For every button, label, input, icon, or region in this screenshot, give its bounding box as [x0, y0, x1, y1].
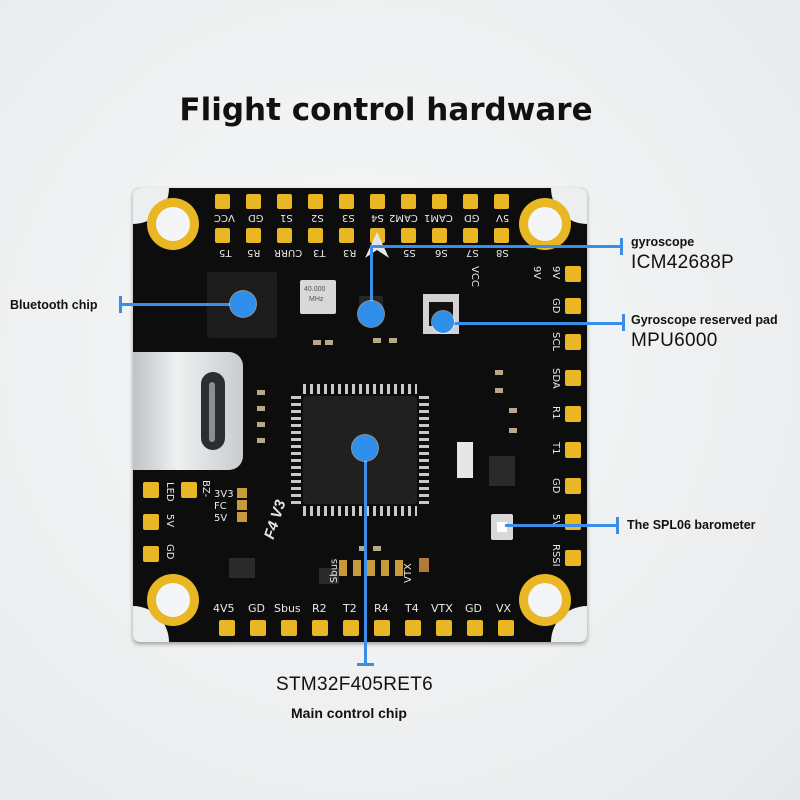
gyroscope-model: ICM42688P [631, 252, 735, 273]
mounting-hole [519, 198, 571, 250]
pad-label-vtx: VTX [403, 563, 414, 583]
pin-label-s3: S3 [342, 212, 355, 223]
callout-dot-mcu [352, 435, 378, 461]
callout-line-cap [620, 238, 623, 255]
mcu-title: Main control chip [291, 705, 407, 721]
pin-label-rssi: RSSI [550, 544, 561, 567]
callout-line-gyroscope [370, 245, 373, 312]
board-marking: F4 V3 [261, 497, 290, 542]
pin-label-gd: GD [164, 544, 175, 560]
callout-line-reserved-pad [444, 322, 624, 325]
pin-label-s1: S1 [280, 212, 293, 223]
pin-label-4v5: 4V5 [213, 602, 235, 615]
pin-label-sda: SDA [550, 368, 561, 389]
mounting-hole [147, 198, 199, 250]
pad-label-s8: S8 [496, 247, 509, 258]
pin-label-t1: T1 [550, 442, 561, 455]
callout-line-barometer [505, 524, 618, 527]
pin-label-vcc: VCC [214, 212, 235, 223]
pad-label-vcc: VCC [469, 266, 480, 287]
pin-label-cam2: CAM2 [389, 212, 418, 223]
pad-label-s5: S5 [403, 247, 416, 258]
reserved-pad-model: MPU6000 [631, 330, 718, 351]
callout-line-gyroscope [370, 245, 622, 248]
pin-label-9v-inner: 9V [531, 266, 542, 280]
mcu-model: STM32F405RET6 [276, 674, 434, 695]
bluetooth-label: Bluetooth chip [10, 298, 98, 312]
pin-label-gd: GD [248, 212, 264, 223]
pin-label-led: LED [164, 482, 175, 502]
pin-label-5v: 5V [164, 514, 175, 528]
pin-label-gd: GD [550, 298, 561, 314]
callout-line-cap [622, 314, 625, 331]
pin-label-s2: S2 [311, 212, 324, 223]
flight-controller-board: VCC GD S1 S2 S3 S4 CAM2 CAM1 GD 5V T5 CU… [133, 188, 587, 642]
callout-dot-reserved-pad [432, 311, 454, 333]
pin-label-r2: R2 [312, 602, 327, 615]
callout-dot-bluetooth [230, 291, 256, 317]
pin-label-gd: GD [465, 602, 482, 615]
gyroscope-title: gyroscope [631, 235, 695, 249]
pad-label-5v: 5V [214, 513, 228, 524]
reserved-pad-title: Gyroscope reserved pad [631, 313, 778, 327]
usb-c-connector [133, 352, 243, 470]
pin-label-vtx: VTX [431, 602, 453, 615]
pad-label-r5: R5 [247, 247, 261, 258]
pin-label-vx: VX [496, 602, 512, 615]
barometer-chip [491, 514, 513, 540]
pin-label-5v: 5V [496, 212, 510, 223]
pad-label-s6: S6 [435, 247, 448, 258]
mounting-hole [147, 574, 199, 626]
pad-label-3v3: 3V3 [214, 489, 234, 500]
pad-label-fc: FC [214, 501, 227, 512]
callout-dot-gyroscope [358, 301, 384, 327]
pin-label-9v: 9V [550, 266, 561, 280]
pad-label-curr: CURR [274, 247, 303, 258]
pin-label-gd: GD [464, 212, 480, 223]
page-title: Flight control hardware [179, 92, 593, 128]
pad-label-s7: S7 [466, 247, 479, 258]
crystal-unit-label: MHz [309, 296, 324, 303]
mounting-hole [519, 574, 571, 626]
callout-line-cap [616, 517, 619, 534]
callout-line-cap [119, 296, 122, 313]
white-component [457, 442, 473, 478]
pin-label-gd: GD [550, 478, 561, 494]
pad-label-t3: T3 [313, 247, 326, 258]
crystal-label: 40.000 [304, 286, 326, 293]
pin-label-s4: S4 [371, 212, 384, 223]
pad-label-sbus: Sbus [329, 558, 340, 583]
pin-label-cam1: CAM1 [424, 212, 453, 223]
callout-line-mcu [364, 447, 367, 665]
crystal-oscillator: 40.000 MHz [300, 280, 336, 314]
barometer-label: The SPL06 barometer [627, 518, 756, 532]
pin-label-r4: R4 [374, 602, 389, 615]
pin-label-t4: T4 [405, 602, 419, 615]
pad-label-bz: BZ- [200, 480, 211, 498]
main-mcu [291, 384, 429, 516]
pin-label-gd: GD [248, 602, 265, 615]
pin-label-t2: T2 [343, 602, 357, 615]
callout-line-cap [357, 663, 374, 666]
pin-label-r1: R1 [550, 406, 561, 420]
pin-label-scl: SCL [550, 332, 561, 351]
callout-line-bluetooth [120, 303, 244, 306]
pin-label-sbus: Sbus [274, 602, 301, 615]
pad-label-t5: T5 [219, 247, 232, 258]
pad-label-r3: R3 [343, 247, 357, 258]
